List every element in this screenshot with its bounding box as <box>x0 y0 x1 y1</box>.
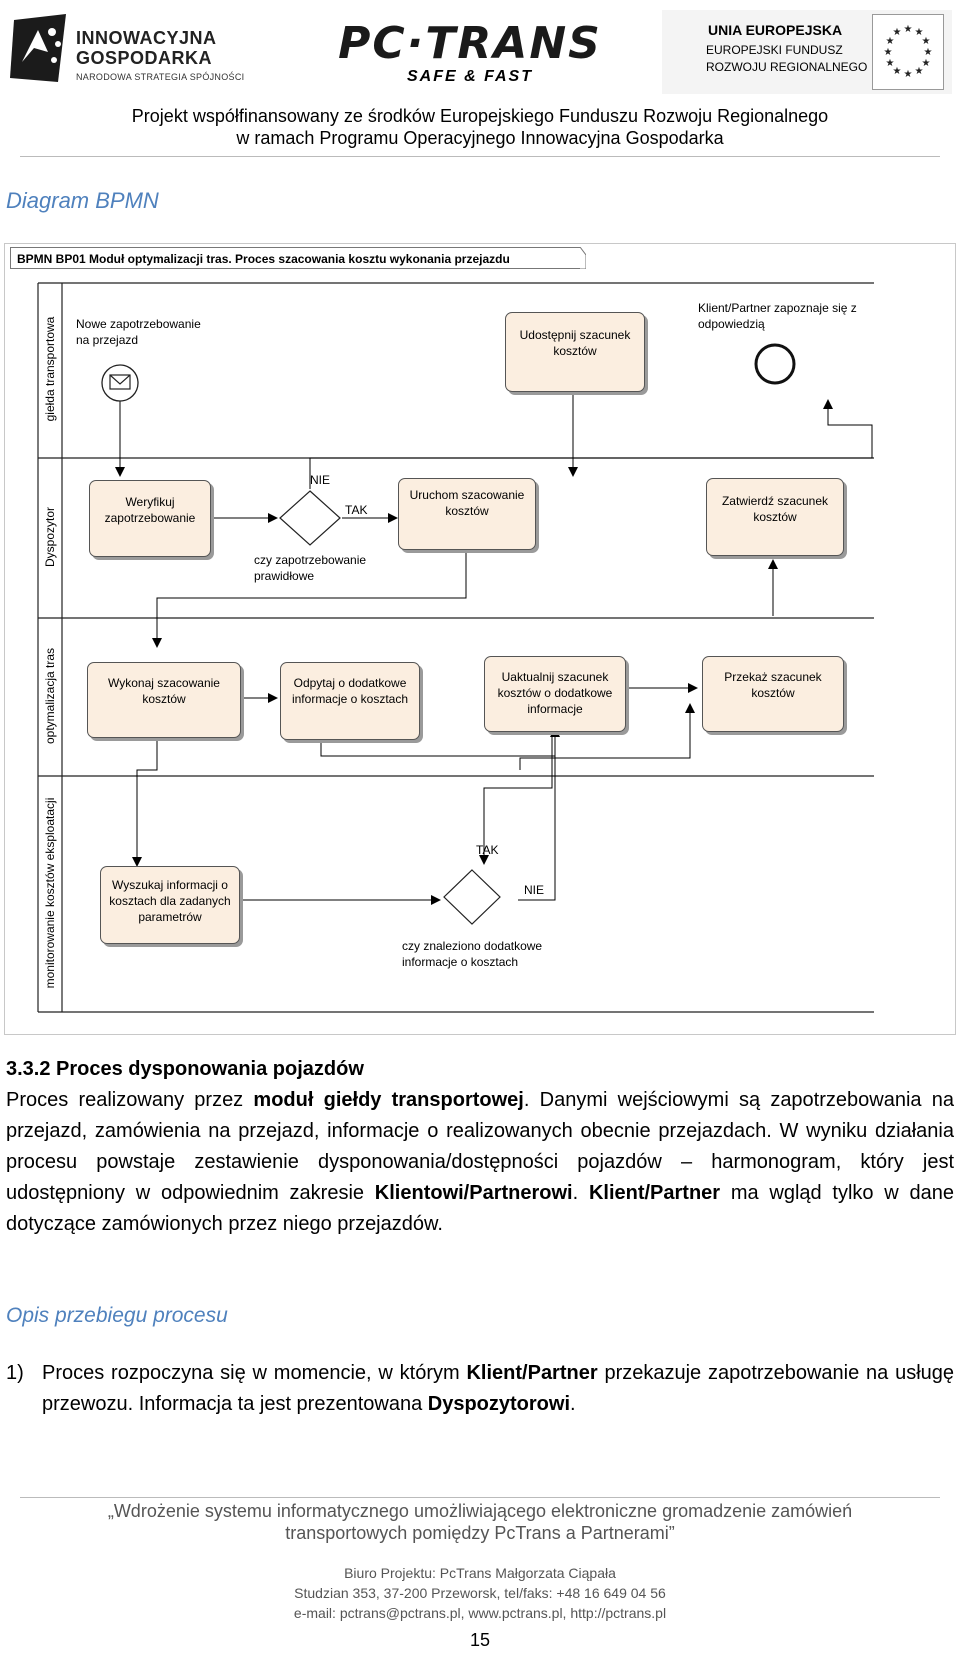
task-weryfikuj: Weryfikuj zapotrzebowanie <box>89 480 211 557</box>
process-description-heading: Opis przebiegu procesu <box>6 1304 228 1327</box>
ue-line2: EUROPEJSKI FUNDUSZ <box>706 43 843 57</box>
ue-line1: UNIA EUROPEJSKA <box>708 22 843 38</box>
svg-text:★: ★ <box>915 27 924 38</box>
innowacyjna-gospodarka-logo: INNOWACYJNA GOSPODARKA NARODOWA STRATEGI… <box>8 8 248 92</box>
project-line2: w ramach Programu Operacyjnego Innowacyj… <box>236 128 724 148</box>
list-item-number: 1) <box>6 1362 24 1384</box>
page-number: 15 <box>469 1630 491 1650</box>
list-text-c: przekazuje zapotrzebowanie na usługę prz… <box>42 1362 955 1415</box>
svg-text:★: ★ <box>893 66 902 77</box>
svg-text:★: ★ <box>915 66 924 77</box>
paragraph-bold-client: Klientowi/Partnerowi <box>374 1182 573 1204</box>
gateway1-no-label: NIE <box>310 473 331 487</box>
list-bold-partner: Klient/Partner <box>466 1362 598 1384</box>
pctrans-brand: PC·TRANS <box>338 18 602 69</box>
task-uruchom: Uruchom szacowanie kosztów <box>398 478 536 550</box>
paragraph-bold-module: moduł giełdy transportowej <box>253 1089 524 1111</box>
pctrans-tagline: SAFE & FAST <box>406 68 533 85</box>
task-odpytaj: Odpytaj o dodatkowe informacje o kosztac… <box>280 662 420 740</box>
footer-quote-line2: transportowych pomiędzy PcTrans a Partne… <box>285 1523 675 1543</box>
paragraph-text-c: . Danymi wejściowymi są zapotrzebowania … <box>6 1089 954 1204</box>
gateway2-label: czy znaleziono dodatkowe informacje o ko… <box>402 939 543 969</box>
svg-text:★: ★ <box>893 27 902 38</box>
bpmn-diagram-frame <box>4 243 956 1035</box>
project-line1: Projekt współfinansowany ze środków Euro… <box>131 106 829 126</box>
footer-divider <box>20 1497 940 1498</box>
pctrans-logo: PC·TRANS SAFE & FAST <box>300 18 640 86</box>
diagram-heading: Diagram BPMN <box>6 188 159 213</box>
gateway2-yes-label: TAK <box>476 843 499 857</box>
task-zatwierdz: Zatwierdź szacunek kosztów <box>706 478 844 556</box>
gateway1-yes-label: TAK <box>345 503 368 517</box>
list-text-a: Proces rozpoczyna się w momencie, w któr… <box>42 1362 467 1384</box>
ig-line2: GOSPODARKA <box>76 48 213 68</box>
paragraph-bold-partner: Klient/Partner <box>588 1182 721 1204</box>
ig-line1: INNOWACYJNA <box>76 28 217 48</box>
svg-text:★: ★ <box>924 47 933 58</box>
footer-quote-line1: „Wdrożenie systemu informatycznego umożl… <box>107 1501 853 1521</box>
svg-text:★: ★ <box>922 36 931 47</box>
ig-star-icon <box>10 14 66 82</box>
bpmn-diagram-title: BPMN BP01 Moduł optymalizacji tras. Proc… <box>10 247 580 269</box>
footer-contact: e-mail: pctrans@pctrans.pl, www.pctrans.… <box>293 1605 667 1621</box>
lane-label-gielda: giełda transportowa <box>43 316 57 422</box>
eu-logo: UNIA EUROPEJSKA EUROPEJSKI FUNDUSZ ROZWO… <box>662 10 952 94</box>
svg-text:★: ★ <box>886 36 895 47</box>
end-event-label: Klient/Partner zapoznaje się z odpowiedz… <box>698 301 857 331</box>
list-item-text: Proces rozpoczyna się w momencie, w któr… <box>42 1358 954 1420</box>
start-event-label: Nowe zapotrzebowanie na przejazd <box>76 317 201 347</box>
svg-text:★: ★ <box>886 58 895 69</box>
footer-address: Studzian 353, 37-200 Przeworsk, tel/faks… <box>294 1585 666 1601</box>
gateway2-no-label: NIE <box>524 883 545 897</box>
ue-line3: ROZWOJU REGIONALNEGO <box>706 60 868 74</box>
process-paragraph: Proces realizowany przez moduł giełdy tr… <box>6 1085 954 1240</box>
eu-flag-icon: ★★★ ★★★ ★★★ ★★★ <box>872 14 944 90</box>
svg-text:★: ★ <box>884 47 893 58</box>
list-text-e: . <box>570 1393 576 1415</box>
svg-text:★: ★ <box>904 24 913 35</box>
bpmn-diagram-lines <box>37 282 874 1013</box>
task-uaktualnij: Uaktualnij szacunek kosztów o dodatkowe … <box>484 656 626 732</box>
lane-label-monitorowanie: monitorowanie kosztów eksploatacji <box>43 797 57 989</box>
task-wyszukaj: Wyszukaj informacji o kosztach dla zadan… <box>100 866 240 944</box>
section-title: 3.3.2 Proces dysponowania pojazdów <box>6 1058 364 1080</box>
svg-text:★: ★ <box>904 69 913 80</box>
paragraph-text-a: Proces realizowany przez <box>6 1089 254 1111</box>
footer-office: Biuro Projektu: PcTrans Małgorzata Ciąpa… <box>344 1565 616 1581</box>
svg-text:★: ★ <box>922 58 931 69</box>
paragraph-text-g: ma wgląd tylko w dane dotyczące zamówion… <box>6 1182 954 1235</box>
task-wykonaj: Wykonaj szacowanie kosztów <box>87 662 241 738</box>
task-przekaz: Przekaż szacunek kosztów <box>702 656 844 732</box>
header-divider <box>20 156 940 157</box>
ig-line3: NARODOWA STRATEGIA SPÓJNOŚCI <box>76 72 245 82</box>
task-udostepnij: Udostępnij szacunek kosztów <box>505 312 645 392</box>
lane-label-optymalizacja: optymalizacja tras <box>43 647 57 745</box>
list-bold-dyspozytor: Dyspozytorowi <box>427 1393 571 1415</box>
gateway1-label: czy zapotrzebowanie prawidłowe <box>254 553 367 583</box>
lane-label-dyspozytor: Dyspozytor <box>43 506 57 568</box>
paragraph-text-e: . <box>572 1182 589 1204</box>
